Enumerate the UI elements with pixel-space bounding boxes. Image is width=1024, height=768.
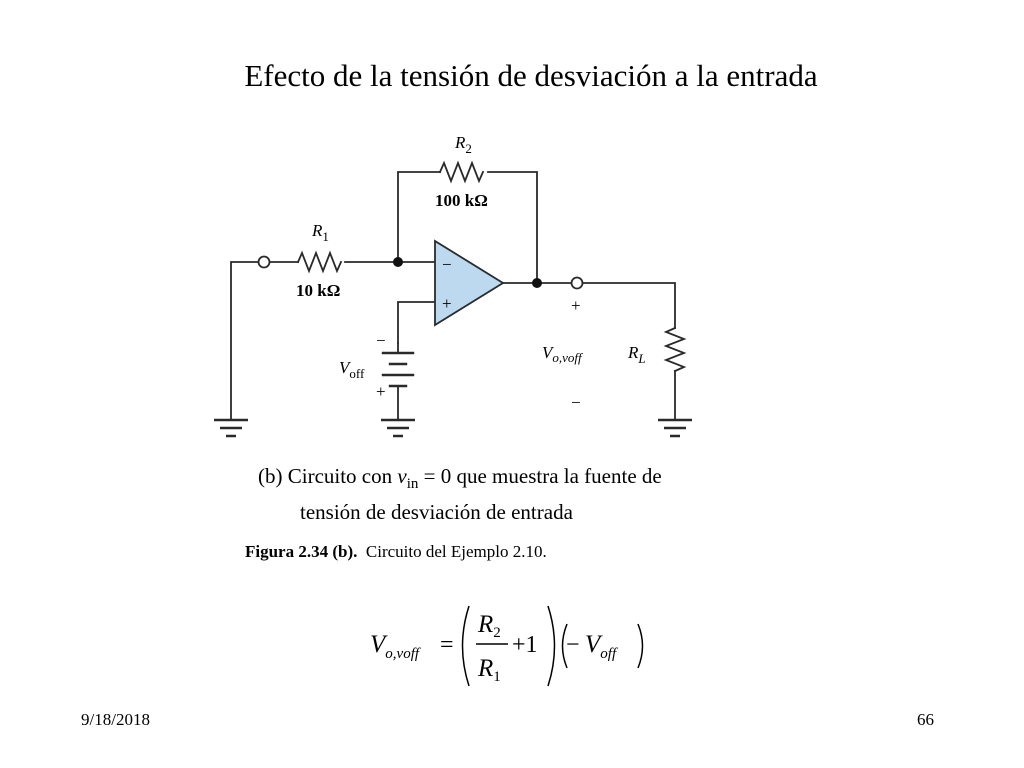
junction-dot-output bbox=[532, 278, 542, 288]
r2-resistor bbox=[438, 160, 485, 184]
voff-minus-sign: − bbox=[376, 331, 386, 350]
slide-page-number: 66 bbox=[917, 710, 934, 729]
offset-equation: Vo,voff = R2 R1 +1 − Voff bbox=[370, 605, 644, 687]
eq-numerator: R2 bbox=[477, 611, 501, 641]
output-plus-sign: + bbox=[571, 296, 581, 315]
eq-equals: = bbox=[440, 632, 454, 658]
eq-paren-close-1 bbox=[547, 605, 556, 687]
vout-label: Vo,voff bbox=[542, 343, 584, 365]
op-amp-triangle bbox=[434, 239, 505, 327]
circuit-caption: (b) Circuito con vin = 0 que muestra la … bbox=[258, 462, 662, 526]
eq-paren-open-2 bbox=[561, 623, 568, 669]
ground-symbol-left bbox=[214, 418, 248, 438]
voff-label: Voff bbox=[339, 358, 365, 381]
input-ground-wire bbox=[230, 261, 259, 421]
r1-resistor bbox=[296, 250, 343, 274]
eq-denominator: R1 bbox=[477, 655, 501, 685]
rl-label: RL bbox=[627, 343, 646, 366]
eq-rhs-minus: − bbox=[566, 632, 580, 658]
inverting-input-sign: − bbox=[442, 255, 452, 274]
r2-label: R2 bbox=[454, 133, 472, 156]
voff-plus-sign: + bbox=[376, 382, 386, 401]
feedback-wire-left bbox=[397, 171, 441, 263]
ground-symbol-right bbox=[658, 418, 692, 438]
eq-lhs: Vo,voff bbox=[370, 631, 421, 662]
slide-date: 9/18/2018 bbox=[81, 710, 150, 729]
caption-line-1: (b) Circuito con vin = 0 que muestra la … bbox=[258, 464, 662, 493]
eq-paren-open-1 bbox=[461, 605, 470, 687]
figure-text: Circuito del Ejemplo 2.10. bbox=[365, 542, 547, 561]
eq-paren-close-2 bbox=[637, 623, 644, 669]
slide-title: Efecto de la tensión de desviación a la … bbox=[244, 58, 818, 93]
caption-line-2: tensión de desviación de entrada bbox=[300, 500, 573, 525]
voff-battery bbox=[381, 351, 415, 388]
eq-rhs: Voff bbox=[585, 631, 618, 662]
r2-value: 100 kΩ bbox=[435, 191, 488, 210]
wire-to-load bbox=[582, 282, 676, 329]
figure-caption: Figura 2.34 (b). Circuito del Ejemplo 2.… bbox=[245, 542, 547, 562]
ground-symbol-middle bbox=[381, 418, 415, 438]
output-minus-sign: − bbox=[571, 393, 581, 412]
noninv-wire bbox=[397, 301, 436, 344]
r1-value: 10 kΩ bbox=[296, 281, 340, 300]
junction-dot-input bbox=[393, 257, 403, 267]
r1-label: R1 bbox=[311, 221, 329, 244]
input-terminal bbox=[257, 255, 271, 269]
feedback-wire-right bbox=[487, 171, 538, 284]
rl-resistor bbox=[663, 326, 687, 373]
op-amp-circuit-diagram: R2 100 kΩ R1 10 kΩ − + − Voff + + Vo,vof… bbox=[214, 133, 692, 438]
output-terminal bbox=[570, 276, 584, 290]
eq-plus-one: +1 bbox=[512, 632, 538, 658]
noninverting-input-sign: + bbox=[442, 294, 452, 313]
figure-label: Figura 2.34 (b). bbox=[245, 542, 358, 561]
